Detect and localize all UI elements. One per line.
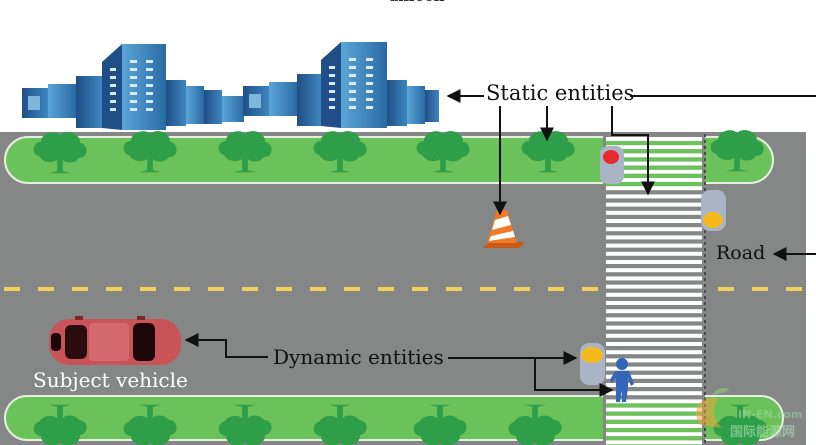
crosswalk-stripe <box>606 301 702 305</box>
crosswalk-stripe <box>606 268 702 273</box>
watermark-logo: IN-EN.com 国际能源网 <box>696 387 802 440</box>
lane-dash <box>718 287 734 291</box>
crosswalk-stripe <box>606 342 702 346</box>
crosswalk-stripe <box>606 169 702 174</box>
lane-dash <box>276 287 292 291</box>
bottom-median-strip <box>4 395 784 441</box>
crosswalk-stripe <box>606 374 702 379</box>
crosswalk-stripe <box>606 186 702 191</box>
crosswalk-median-band <box>606 157 702 162</box>
crosswalk-stripe <box>606 161 702 166</box>
lane-dash <box>140 287 156 291</box>
crosswalk-median-band <box>606 403 702 408</box>
crosswalk-median-band <box>606 436 702 441</box>
top-cutoff-caption: diffeeff <box>388 0 445 4</box>
lane-dash <box>242 287 258 291</box>
crosswalk-stripe <box>606 309 702 314</box>
annotation-arrows <box>184 89 816 397</box>
crosswalk-median-band <box>606 411 702 416</box>
traffic-light-red-icon <box>600 146 624 184</box>
crosswalk-median-band <box>606 165 702 170</box>
static-entities-label: Static entities <box>486 81 635 105</box>
lane-dash <box>174 287 190 291</box>
lane-dash <box>344 287 360 291</box>
lane-dash <box>786 287 802 291</box>
crosswalk-stripe <box>606 399 702 404</box>
buildings-right-icon <box>243 42 439 128</box>
arrow-dynamic-to-pedestrian <box>534 358 614 397</box>
lane-dash <box>208 287 224 291</box>
lane-dash <box>480 287 496 291</box>
buildings-left-icon <box>22 44 244 130</box>
crosswalk-stripe <box>606 251 702 256</box>
crosswalk-median-band <box>606 173 702 178</box>
lane-dash <box>378 287 394 291</box>
crosswalk-stripe <box>606 440 702 445</box>
arrow-static-to-crosswalk <box>611 106 655 196</box>
crosswalk-stripe <box>606 210 702 215</box>
lane-center-line <box>4 287 802 291</box>
crosswalk-stripe <box>606 235 702 240</box>
lane-dash <box>38 287 54 291</box>
svg-text:国际能源网: 国际能源网 <box>730 424 795 440</box>
crosswalk-median-band <box>606 428 702 433</box>
crosswalk-median-band <box>606 419 702 424</box>
lane-dash <box>446 287 462 291</box>
crosswalk-stripe <box>606 284 702 289</box>
arrow-dynamic-to-car <box>184 333 268 358</box>
crosswalk-stripe <box>606 383 702 387</box>
subject-vehicle-label: Subject vehicle <box>33 368 188 392</box>
crosswalk-stripe <box>606 350 702 355</box>
dynamic-entities-label: Dynamic entities <box>273 345 444 369</box>
road-label: Road <box>716 242 766 264</box>
crosswalk-stripe <box>606 407 702 412</box>
crosswalk-stripe <box>606 415 702 420</box>
crosswalk-stripe <box>606 137 702 141</box>
lane-dash <box>412 287 428 291</box>
crosswalk-stripe <box>606 276 702 281</box>
lane-dash <box>4 287 20 291</box>
crosswalk-stripe <box>606 145 702 150</box>
crosswalk-stripe <box>606 366 702 371</box>
crosswalk-stripe <box>606 333 702 338</box>
pedestrian-icon <box>610 358 634 402</box>
lane-dash <box>72 287 88 291</box>
crosswalk-stripe <box>606 325 702 330</box>
crosswalk-stripe <box>606 194 702 199</box>
lane-dash <box>548 287 564 291</box>
crosswalk-median-band <box>606 149 702 154</box>
crosswalk-stripe <box>606 424 702 428</box>
crosswalk-stripe <box>606 358 702 363</box>
svg-text:IN-EN.com: IN-EN.com <box>738 408 802 421</box>
crosswalk-stripe <box>606 219 702 223</box>
lane-dash <box>514 287 530 291</box>
traffic-light-yellow-bottom-icon <box>580 343 605 385</box>
lane-dash <box>752 287 768 291</box>
subject-vehicle-icon <box>49 316 181 365</box>
crosswalk-stripe <box>606 153 702 158</box>
traffic-cone-icon <box>483 210 525 248</box>
crosswalk-stripe <box>606 432 702 437</box>
crosswalk-stripe <box>606 227 702 232</box>
crosswalk-median-band <box>606 141 702 146</box>
top-median-strip <box>4 136 774 184</box>
lane-dash <box>310 287 326 291</box>
crosswalk-stripe <box>606 178 702 182</box>
crosswalk-stripe <box>606 243 702 248</box>
lane-dash <box>582 287 598 291</box>
traffic-light-yellow-right-icon <box>701 190 726 231</box>
crosswalk-stripe <box>606 202 702 207</box>
crosswalk-stripe <box>606 260 702 264</box>
crosswalk-stripe <box>606 317 702 322</box>
crosswalk-stripe <box>606 292 702 297</box>
lane-dash <box>106 287 122 291</box>
crosswalk-stripe <box>606 391 702 396</box>
